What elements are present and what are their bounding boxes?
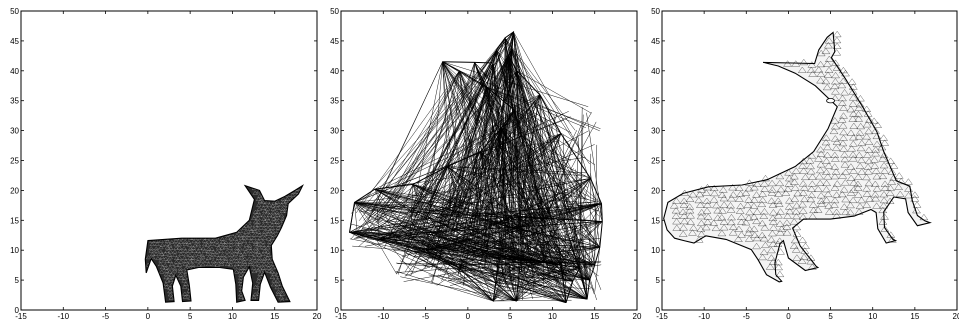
y-tick-label: 15 [651,216,660,225]
y-tick-label: 45 [10,37,19,46]
y-tick-label: 0 [335,306,340,315]
x-tick-label: 5 [188,312,193,321]
y-tick-label: 5 [15,276,20,285]
y-tick-label: 30 [651,127,660,136]
y-tick-label: 45 [330,37,339,46]
y-tick-label: 0 [15,306,20,315]
plot-area [663,30,932,283]
y-tick-label: 50 [10,7,19,16]
x-tick-label: -15 [335,312,347,321]
y-tick-label: 50 [330,7,339,16]
x-tick-label: 10 [548,312,557,321]
y-tick-label: 40 [10,67,19,76]
y-tick-label: 30 [330,127,339,136]
x-tick-label: 5 [508,312,513,321]
x-tick-label: 15 [910,312,919,321]
mesh-boundary [663,31,932,283]
chart-panel-3: -15 -10 -5 0 5 10 15 20 0 5 10 15 20 25 30 35 40 45 50 [651,7,959,321]
x-tick-label: -5 [102,312,110,321]
x-tick-label: 20 [633,312,642,321]
y-tick-label: 20 [651,186,660,195]
x-tick-label: 20 [313,312,322,321]
y-tick-label: 35 [651,97,660,106]
x-tick-label: 10 [228,312,237,321]
x-tick-label: -10 [378,312,390,321]
chart-panel-2: -15 -10 -5 0 5 10 15 20 0 5 10 15 20 25 30 35 40 45 50 [330,7,642,321]
mesh-region [663,32,930,282]
x-tick-label: -10 [58,312,70,321]
y-tick-label: 10 [651,246,660,255]
plot-area [348,30,603,304]
y-tick-label: 35 [330,97,339,106]
mesh-boundary [144,184,304,303]
y-tick-label: 5 [335,276,340,285]
x-tick-label: 5 [828,312,833,321]
y-tick-label: 25 [651,157,660,166]
y-tick-label: 20 [330,186,339,195]
x-tick-label: 10 [868,312,877,321]
y-tick-label: 40 [651,67,660,76]
y-tick-label: 0 [656,306,661,315]
y-tick-label: 15 [330,216,339,225]
y-tick-label: 15 [10,216,19,225]
y-tick-label: 35 [10,97,19,106]
mesh-boundary [348,30,603,303]
y-tick-label: 10 [10,246,19,255]
mesh-edges [145,182,305,303]
mesh-edges [349,31,603,304]
chart-panel-1: -15 -10 -5 0 5 10 15 20 0 5 10 15 20 25 30 35 40 45 50 [10,7,322,321]
y-tick-label: 45 [651,37,660,46]
x-tick-label: 15 [590,312,599,321]
x-tick-label: -10 [698,312,710,321]
y-tick-label: 5 [656,276,661,285]
x-tick-label: 0 [466,312,471,321]
x-tick-label: -15 [15,312,27,321]
y-tick-label: 10 [330,246,339,255]
plot-area [144,182,305,303]
x-tick-label: -5 [422,312,430,321]
x-tick-label: 20 [953,312,959,321]
x-tick-label: 0 [786,312,791,321]
y-tick-label: 30 [10,127,19,136]
eye-hole [826,98,835,104]
mesh-edges [669,30,929,277]
y-tick-label: 50 [651,7,660,16]
x-tick-label: 0 [146,312,151,321]
x-tick-label: 15 [270,312,279,321]
y-tick-label: 25 [10,157,19,166]
y-tick-label: 20 [10,186,19,195]
y-tick-label: 25 [330,157,339,166]
x-tick-label: -5 [743,312,751,321]
x-tick-label: -15 [656,312,668,321]
y-tick-label: 40 [330,67,339,76]
